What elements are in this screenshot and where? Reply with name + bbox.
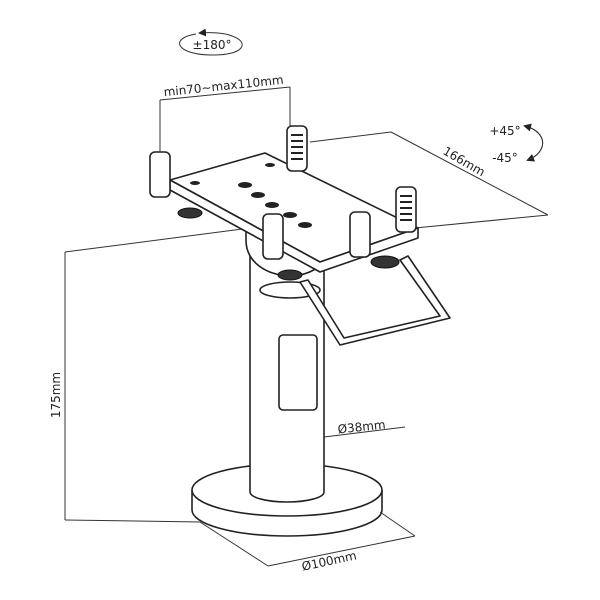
rotation-indicator: ±180°: [179, 28, 243, 56]
rotation-label: ±180°: [193, 38, 232, 52]
tilt-minus-label: -45°: [492, 151, 518, 165]
pole-diameter-label: Ø38mm: [337, 418, 386, 437]
tilt-indicator: +45° -45°: [489, 123, 544, 165]
tilt-plus-label: +45°: [489, 124, 520, 138]
clamp-range-label: min70~max110mm: [163, 73, 284, 100]
handle: [299, 255, 451, 346]
base-diameter-label: Ø100mm: [300, 548, 357, 573]
clamps: [149, 125, 417, 260]
clamp-range-dimension: min70~max110mm: [159, 73, 291, 152]
height-label: 175mm: [49, 372, 63, 418]
pole-diameter-dimension: Ø38mm: [323, 418, 406, 438]
height-dimension: 175mm: [49, 227, 251, 523]
